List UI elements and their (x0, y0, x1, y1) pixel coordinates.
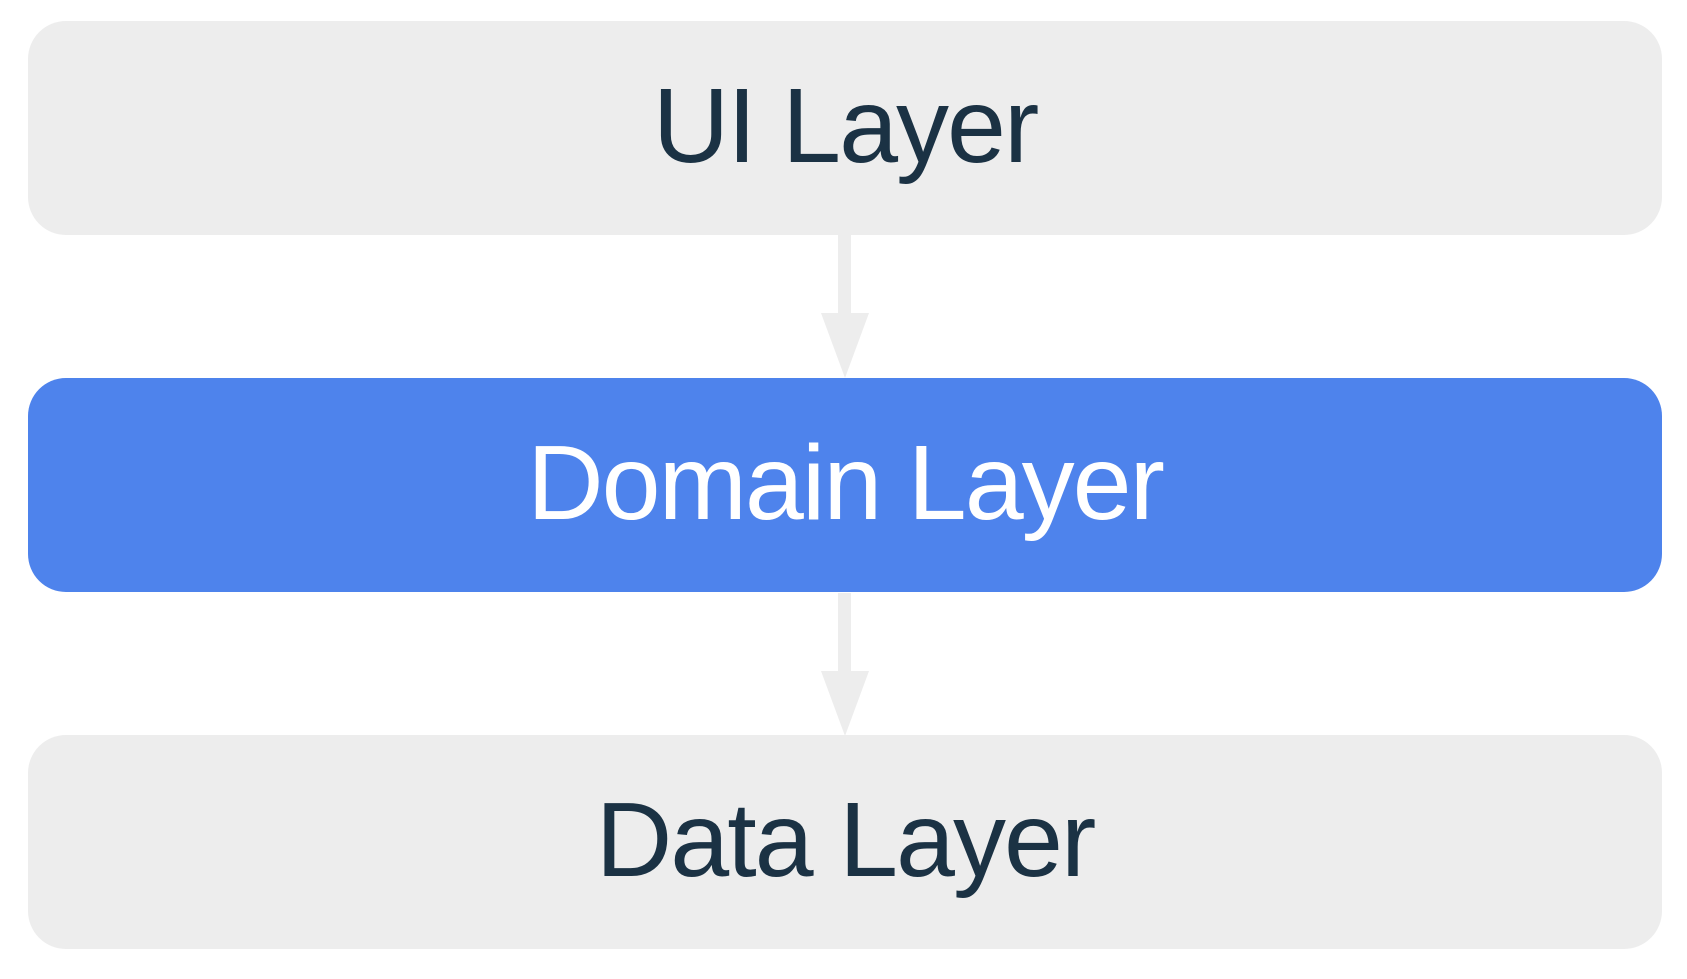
down-arrow-icon (821, 593, 869, 736)
arrow-shaft (838, 593, 851, 673)
layer-label-ui: UI Layer (652, 67, 1040, 185)
arrow-shaft (838, 235, 851, 315)
arrow-head (821, 313, 869, 378)
layer-box-domain: Domain Layer (28, 378, 1662, 592)
layer-label-domain: Domain Layer (527, 424, 1165, 542)
layer-box-ui: UI Layer (28, 21, 1662, 235)
layer-label-data: Data Layer (595, 781, 1097, 899)
down-arrow-icon (821, 235, 869, 378)
layer-box-data: Data Layer (28, 735, 1662, 949)
arrow-head (821, 671, 869, 736)
